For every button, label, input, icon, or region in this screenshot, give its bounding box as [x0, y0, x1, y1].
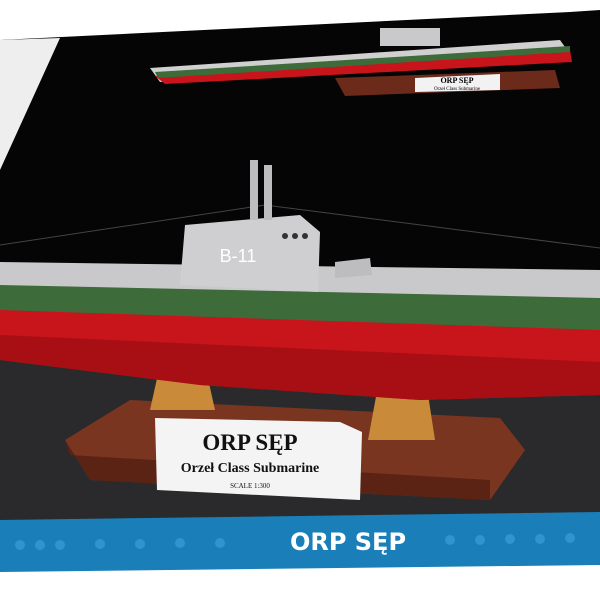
periscope: [264, 165, 272, 220]
inset-plaque-title: ORP SĘP: [440, 76, 473, 85]
periscope: [250, 160, 258, 220]
box-corner: [0, 38, 60, 170]
inset-plaque: [415, 74, 500, 92]
box-band: [0, 512, 600, 572]
box-band-title: ORP SĘP: [290, 528, 406, 556]
plaque-title: ORP SĘP: [202, 430, 297, 455]
name-plaque: ORP SĘP Orzeł Class Submarine SCALE 1:30…: [155, 418, 362, 500]
inset-submarine: ORP SĘP Orzeł Class Submarine: [150, 28, 572, 96]
plaque-subtitle: Orzeł Class Submarine: [181, 461, 319, 476]
hull-marking: B-11: [220, 246, 257, 266]
deck-gun: [335, 258, 372, 278]
plaque-scale: SCALE 1:300: [230, 482, 270, 490]
inset-plaque-subtitle: Orzeł Class Submarine: [434, 87, 481, 92]
brick-pattern: [15, 533, 575, 550]
submarine-model: B-11: [0, 160, 600, 400]
